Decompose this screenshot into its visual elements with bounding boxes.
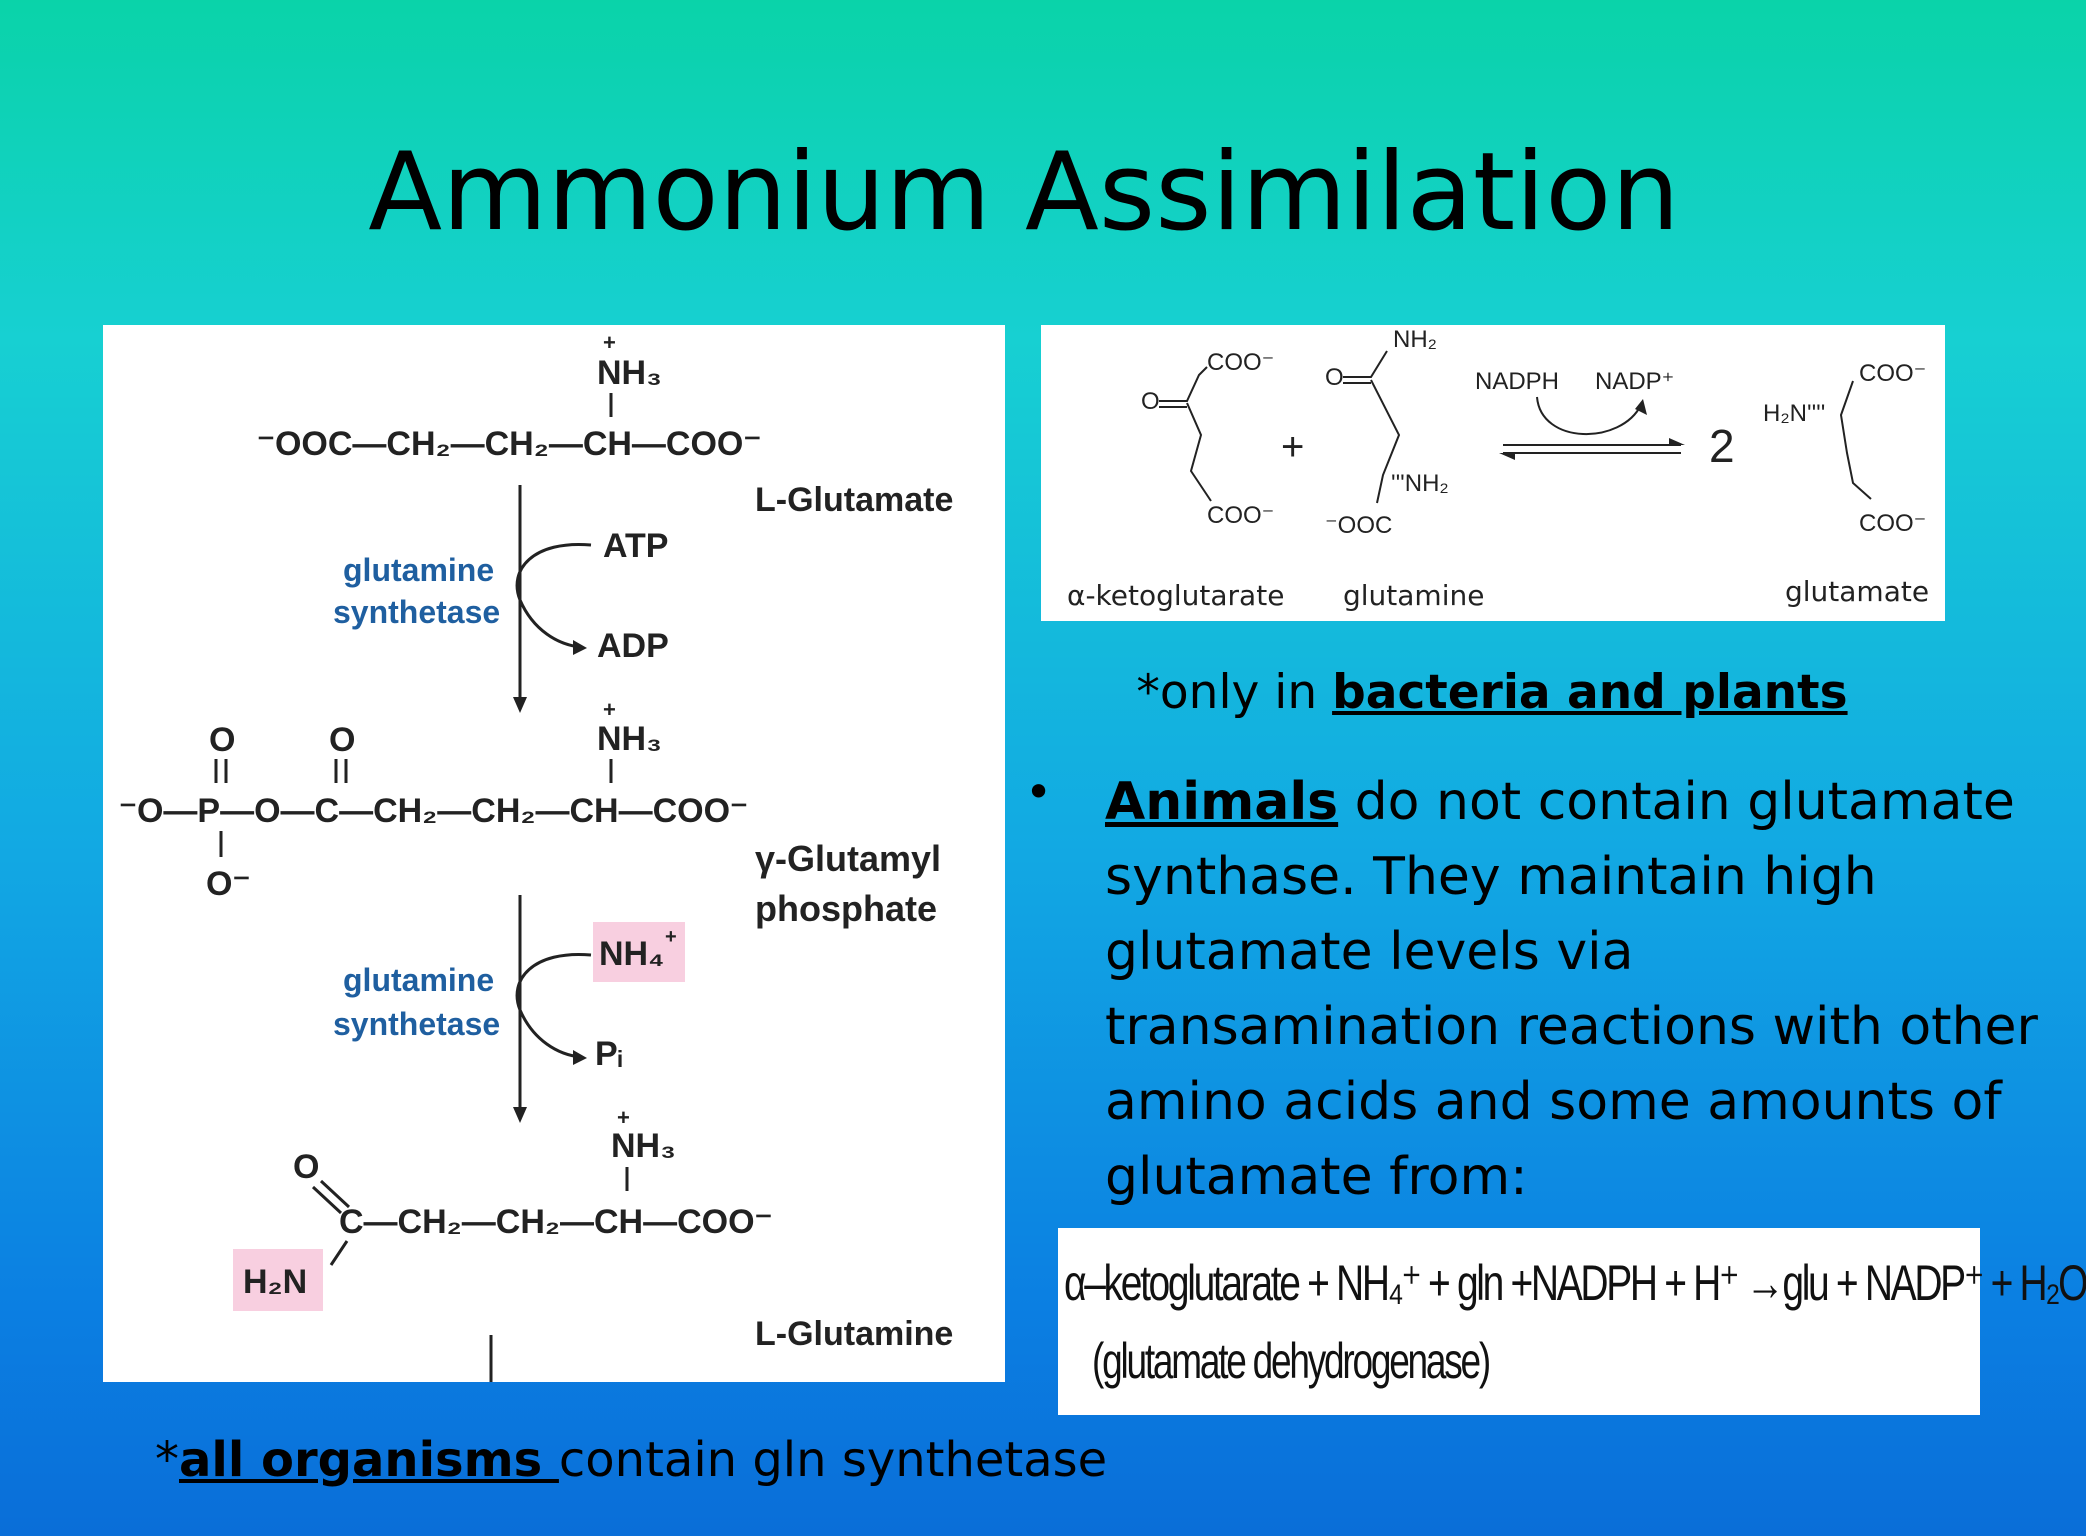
gln-nh2-hash: '''NH₂ (1391, 470, 1449, 497)
gamma-label-line1: γ-Glutamyl (755, 838, 941, 879)
pi-label: Pᵢ (595, 1035, 622, 1073)
glutamine-label: L-Glutamine (755, 1315, 953, 1353)
glutamate-synthase-svg: COO⁻ O COO⁻ + NH₂ O '''NH₂ ⁻OOC NADPH NA… (1067, 326, 1929, 612)
akg-o: O (1141, 388, 1160, 415)
bullet-marker: • (1025, 765, 1053, 819)
glu-label: glutamate (1785, 575, 1929, 608)
glutamate-formula: ⁻OOC—CH₂—CH₂—CH—COO⁻ (257, 425, 761, 463)
enzyme2-line1: glutamine (343, 962, 494, 998)
bullet-body: do not contain glutamate synthase. They … (1105, 772, 2038, 1207)
gamma-o-right: O (329, 721, 355, 759)
bacteria-plants-note: *only in bacteria and plants (1040, 665, 1944, 720)
glu-h2n: H₂N'''' (1763, 400, 1825, 427)
glutamine-synthetase-diagram: + NH₃ ⁻OOC—CH₂—CH₂—CH—COO⁻ L-Glutamate g… (103, 325, 1005, 1382)
gln-ooc: ⁻OOC (1325, 512, 1392, 539)
stoich-two: 2 (1709, 420, 1735, 472)
glutamate-label: L-Glutamate (755, 481, 953, 519)
glutamine-formula: C—CH₂—CH₂—CH—COO⁻ (339, 1203, 772, 1241)
all-organisms-note: *all organisms contain gln synthetase (155, 1432, 1107, 1488)
glutamate-nh3: NH₃ (597, 354, 662, 392)
all-suffix: contain gln synthetase (558, 1432, 1108, 1488)
all-bold: all organisms (179, 1432, 559, 1488)
equation-box: α–ketoglutarate + NH₄⁺ + gln +NADPH + H⁺… (1058, 1228, 2086, 1415)
atp-label: ATP (603, 527, 668, 565)
nh4-plus: + (665, 926, 677, 948)
gln-o: O (1325, 364, 1344, 391)
gamma-nh3: NH₃ (597, 720, 662, 758)
akg-coo-bottom: COO⁻ (1207, 502, 1274, 529)
glutamine-o: O (293, 1148, 319, 1186)
gln-label: glutamine (1343, 579, 1484, 612)
gamma-plus: + (603, 697, 616, 722)
h2n-highlight (233, 1249, 323, 1311)
all-prefix: * (155, 1432, 179, 1488)
akg-coo-top: COO⁻ (1207, 349, 1274, 376)
gamma-o-left: O (209, 721, 235, 759)
gamma-o-minus: O⁻ (206, 865, 250, 903)
glutamine-nh3: NH₃ (611, 1127, 676, 1165)
nh4-highlight (593, 922, 685, 982)
equation-line2: (glutamate dehydrogenase) (1092, 1333, 1491, 1389)
only-bold: bacteria and plants (1332, 665, 1848, 720)
only-prefix: *only in (1136, 665, 1333, 720)
glutamine-plus: + (617, 1105, 630, 1130)
gamma-formula: ⁻O—P—O—C—CH₂—CH₂—CH—COO⁻ (119, 792, 748, 830)
glu-coo-bottom: COO⁻ (1859, 510, 1926, 537)
enzyme2-line2: synthetase (333, 1006, 500, 1042)
glutamate-plus: + (603, 330, 616, 355)
plus-sign: + (1281, 425, 1304, 469)
enzyme1-line1: glutamine (343, 552, 494, 588)
equation-line1: α–ketoglutarate + NH₄⁺ + gln +NADPH + H⁺… (1064, 1255, 2086, 1311)
bullet-bold: Animals (1105, 772, 1339, 832)
glutamine-synthetase-svg: + NH₃ ⁻OOC—CH₂—CH₂—CH—COO⁻ L-Glutamate g… (119, 330, 953, 1382)
glu-coo-top: COO⁻ (1859, 360, 1926, 387)
enzyme1-line2: synthetase (333, 594, 500, 630)
bullet-text: Animals do not contain glutamate synthas… (1105, 765, 2045, 1215)
nadp-label: NADP⁺ (1595, 368, 1674, 395)
adp-label: ADP (597, 627, 669, 665)
slide-title: Ammonium Assimilation (368, 130, 1680, 255)
nh4-label: NH₄ (599, 935, 664, 973)
h2n-label: H₂N (243, 1263, 307, 1301)
gamma-label-line2: phosphate (755, 888, 937, 929)
akg-label: α-ketoglutarate (1067, 579, 1284, 612)
glutamate-synthase-diagram: COO⁻ O COO⁻ + NH₂ O '''NH₂ ⁻OOC NADPH NA… (1041, 325, 1945, 621)
nadph-label: NADPH (1475, 368, 1559, 395)
gln-nh2-top: NH₂ (1393, 326, 1437, 353)
